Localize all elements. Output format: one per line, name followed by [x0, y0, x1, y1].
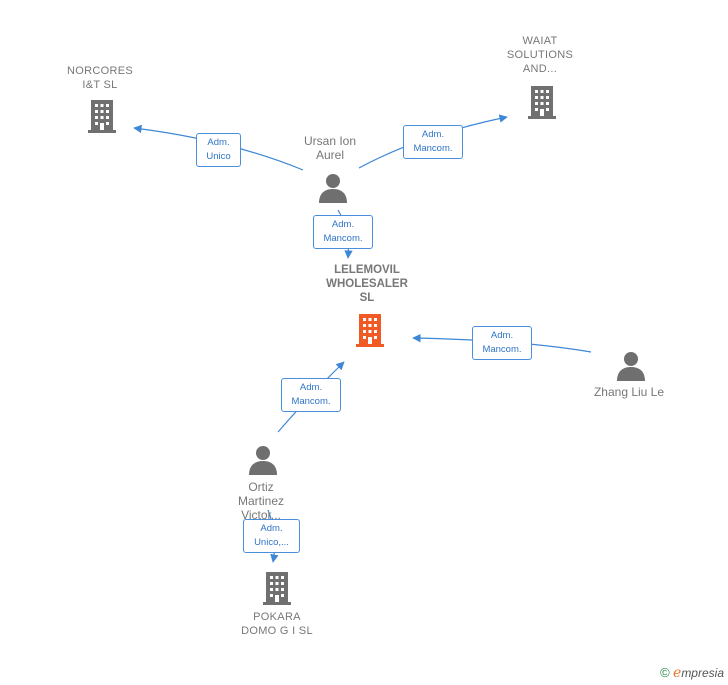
person-icon[interactable]: [616, 350, 646, 382]
person-icon[interactable]: [318, 172, 348, 204]
building-icon[interactable]: [261, 570, 293, 606]
node-label-lelemovil: LELEMOVIL WHOLESALER SL: [326, 264, 408, 304]
edge-label-ortiz-lelemovil[interactable]: Adm. Mancom.: [281, 378, 341, 412]
node-label-norcores: NORCORES I&T SL: [67, 65, 133, 91]
node-label-ortiz: Ortiz Martinez Victor...: [237, 480, 284, 522]
edge-label-ursan-norcores[interactable]: Adm. Unico: [196, 133, 241, 167]
edge-label-ursan-waiat[interactable]: Adm. Mancom.: [403, 125, 463, 159]
building-icon[interactable]: [353, 312, 387, 348]
building-icon[interactable]: [86, 98, 118, 134]
brand-logo-e: e: [673, 665, 682, 681]
edge-label-ortiz-pokara[interactable]: Adm. Unico,...: [243, 519, 300, 553]
brand-logo-text: mpresia: [681, 666, 724, 680]
edge-label-ursan-lelemovil[interactable]: Adm. Mancom.: [313, 215, 373, 249]
copyright-icon: ©: [660, 665, 670, 680]
edge-label-zhang-lelemovil[interactable]: Adm. Mancom.: [472, 326, 532, 360]
node-label-pokara: POKARA DOMO G I SL: [241, 611, 313, 637]
node-label-zhang: Zhang Liu Le: [593, 385, 665, 399]
person-icon[interactable]: [248, 444, 278, 476]
brand-logo: © empresia: [660, 665, 724, 681]
node-label-ursan: Ursan Ion Aurel: [303, 134, 357, 162]
node-label-waiat: WAIAT SOLUTIONS AND...: [506, 35, 574, 75]
building-icon[interactable]: [526, 84, 558, 120]
